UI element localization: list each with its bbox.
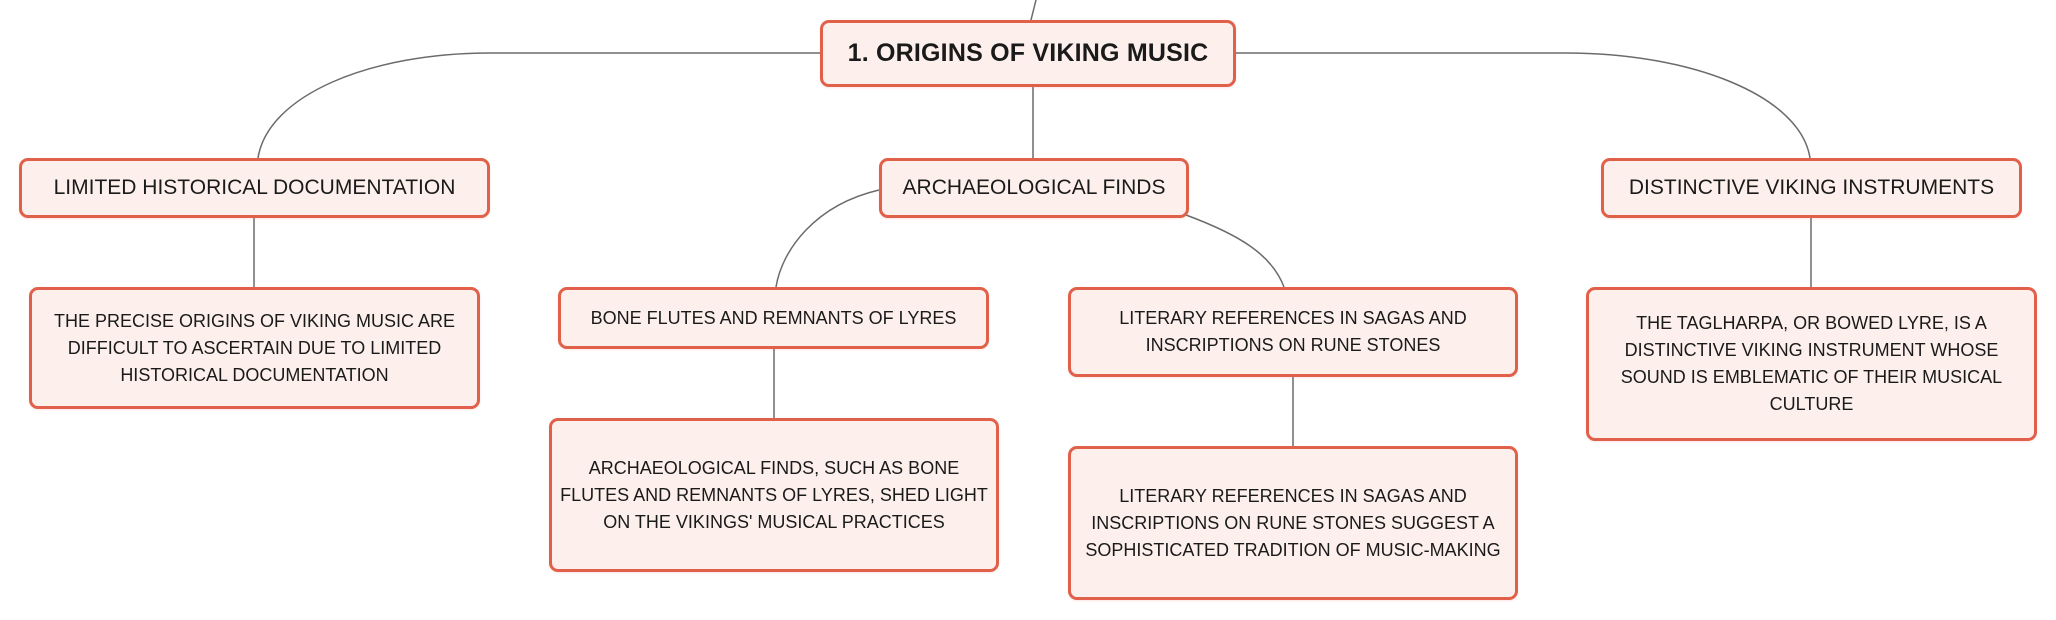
connector-root-to-distinctive-instruments [1236,52,1811,159]
node-label: LIMITED HISTORICAL DOCUMENTATION [53,176,456,199]
node-label: BONE FLUTES AND REMNANTS OF LYRES [590,307,957,328]
connector-parent-to-root [1030,0,1037,21]
root-node-label: 1. ORIGINS OF VIKING MUSIC [847,39,1209,67]
node-label: LITERARY REFERENCES IN SAGAS AND INSCRIP… [1119,308,1467,355]
node-limited-historical-documentation[interactable]: LIMITED HISTORICAL DOCUMENTATION [19,158,490,218]
root-node-origins-of-viking-music[interactable]: 1. ORIGINS OF VIKING MUSIC [820,20,1236,87]
node-bone-flutes-detail[interactable]: ARCHAEOLOGICAL FINDS, SUCH AS BONE FLUTE… [549,418,999,572]
node-label: ARCHAEOLOGICAL FINDS, SUCH AS BONE FLUTE… [560,457,988,532]
node-precise-origins[interactable]: THE PRECISE ORIGINS OF VIKING MUSIC ARE … [29,287,480,409]
node-label: THE PRECISE ORIGINS OF VIKING MUSIC ARE … [53,310,456,385]
node-label: ARCHAEOLOGICAL FINDS [902,176,1166,199]
connector-root-to-limited-documentation [257,52,822,159]
node-label: LITERARY REFERENCES IN SAGAS AND INSCRIP… [1085,485,1501,560]
connector-archaeological-to-literary-references [1185,214,1285,288]
connector-archaeological-to-bone-flutes [775,189,880,288]
node-label: DISTINCTIVE VIKING INSTRUMENTS [1628,176,1995,199]
node-taglharpa[interactable]: THE TAGLHARPA, OR BOWED LYRE, IS A DISTI… [1586,287,2037,441]
node-literary-references[interactable]: LITERARY REFERENCES IN SAGAS AND INSCRIP… [1068,287,1518,377]
node-literary-references-detail[interactable]: LITERARY REFERENCES IN SAGAS AND INSCRIP… [1068,446,1518,600]
node-bone-flutes-and-lyres[interactable]: BONE FLUTES AND REMNANTS OF LYRES [558,287,989,349]
node-archaeological-finds[interactable]: ARCHAEOLOGICAL FINDS [879,158,1189,218]
node-distinctive-viking-instruments[interactable]: DISTINCTIVE VIKING INSTRUMENTS [1601,158,2022,218]
node-label: THE TAGLHARPA, OR BOWED LYRE, IS A DISTI… [1620,313,2003,414]
